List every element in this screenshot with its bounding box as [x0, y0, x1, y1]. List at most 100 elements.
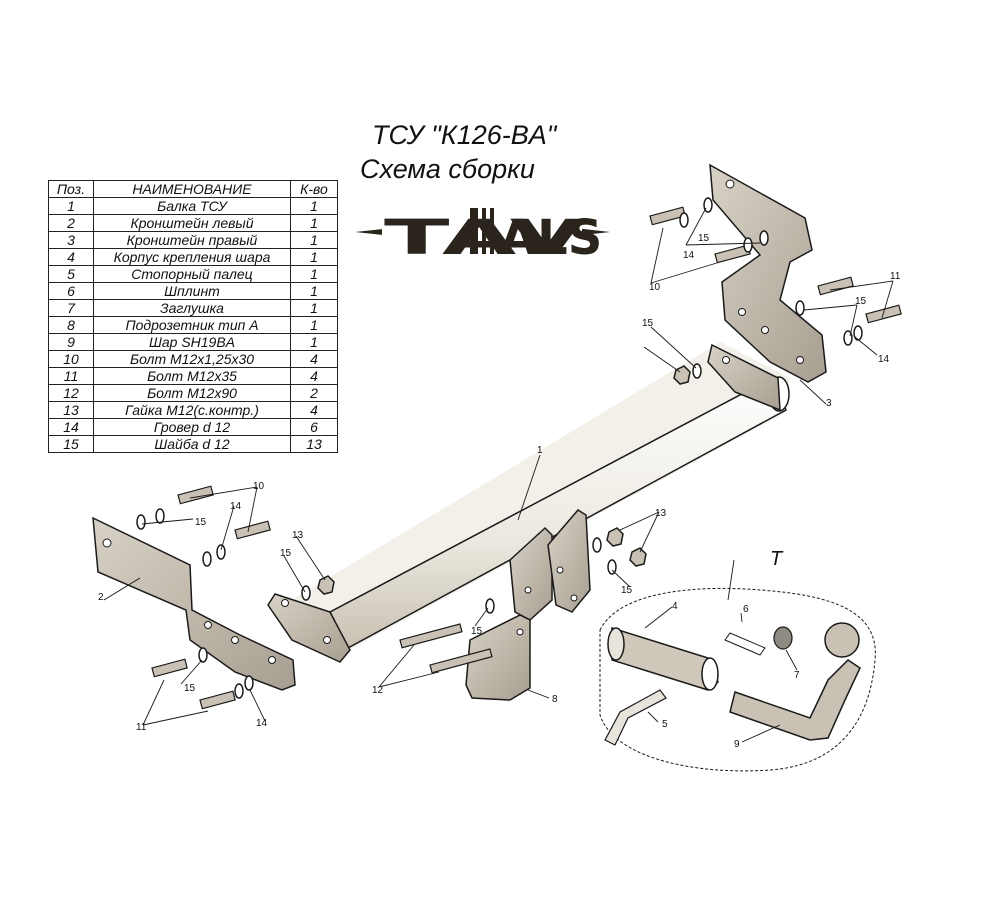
- callout-11-left: 11: [136, 722, 147, 733]
- callout-14-right: 14: [878, 354, 890, 365]
- cell-name: Гайка М12(с.контр.): [93, 401, 291, 419]
- callout-8: 8: [552, 694, 558, 705]
- callout-15-mid: 15: [642, 318, 654, 329]
- callout-9: 9: [734, 739, 740, 750]
- detail-t-label: T: [770, 548, 784, 570]
- callout-10-right: 10: [649, 282, 661, 293]
- cell-pos: 12: [48, 384, 94, 402]
- callout-6: 6: [743, 604, 749, 615]
- cell-pos: 11: [48, 367, 94, 385]
- header-pos: Поз.: [48, 180, 94, 198]
- tow-beam: [267, 342, 790, 663]
- cell-pos: 1: [48, 197, 94, 215]
- callout-12: 12: [372, 685, 384, 696]
- header-qty: К-во: [290, 180, 338, 198]
- cell-qty: 1: [290, 282, 338, 300]
- callout-15-plate: 15: [471, 626, 483, 637]
- cell-qty: 1: [290, 231, 338, 249]
- cell-qty: 1: [290, 197, 338, 215]
- table-header-row: Поз. НАИМЕНОВАНИЕ К-во: [48, 180, 338, 198]
- cell-name: Балка ТСУ: [93, 197, 291, 215]
- callout-15-left2: 15: [280, 548, 292, 559]
- cell-name: Болт М12х1,25х30: [93, 350, 291, 368]
- cell-pos: 4: [48, 248, 94, 266]
- cell-name: Болт М12х35: [93, 367, 291, 385]
- cell-pos: 14: [48, 418, 94, 436]
- cell-pos: 5: [48, 265, 94, 283]
- callout-15-top: 15: [698, 233, 710, 244]
- callout-10-left: 10: [253, 481, 265, 492]
- cell-qty: 1: [290, 248, 338, 266]
- title-block: ТСУ "К126-BA" Схема сборки: [360, 118, 620, 186]
- cell-name: Шплинт: [93, 282, 291, 300]
- cell-pos: 10: [48, 350, 94, 368]
- cell-qty: 4: [290, 350, 338, 368]
- callout-7: 7: [794, 670, 800, 681]
- callout-3: 3: [826, 398, 832, 409]
- cell-pos: 13: [48, 401, 94, 419]
- callout-4: 4: [672, 601, 678, 612]
- cell-name: Корпус крепления шара: [93, 248, 291, 266]
- cell-qty: 1: [290, 265, 338, 283]
- bolts: [151, 206, 902, 710]
- cell-qty: 1: [290, 299, 338, 317]
- cell-qty: 1: [290, 333, 338, 351]
- right-bracket: [709, 163, 827, 383]
- callout-15-right: 15: [855, 296, 867, 307]
- leader-lines: [103, 207, 894, 743]
- page-title: ТСУ "К126-BA": [372, 120, 557, 150]
- cell-name: Шар SH19BA: [93, 333, 291, 351]
- svg-text:ALS: ALS: [500, 210, 602, 266]
- cell-pos: 2: [48, 214, 94, 232]
- cell-pos: 9: [48, 333, 94, 351]
- tavtals-logo: TAV ALS: [355, 203, 610, 266]
- callout-14-left: 14: [230, 501, 242, 512]
- callout-14-top: 14: [683, 250, 695, 261]
- cell-name: Подрозетник тип А: [93, 316, 291, 334]
- cell-pos: 6: [48, 282, 94, 300]
- callout-15-bottom: 15: [184, 683, 196, 694]
- left-bracket: [92, 516, 296, 691]
- cell-name: Болт М12х90: [93, 384, 291, 402]
- callout-5: 5: [662, 719, 668, 730]
- cell-name: Заглушка: [93, 299, 291, 317]
- cell-pos: 7: [48, 299, 94, 317]
- cell-pos: 3: [48, 231, 94, 249]
- cell-qty: 6: [290, 418, 338, 436]
- cell-name: Кронштейн правый: [93, 231, 291, 249]
- callout-2: 2: [98, 592, 104, 603]
- callout-14-bottom: 14: [256, 718, 268, 729]
- cell-pos: 15: [48, 435, 94, 453]
- cell-name: Стопорный палец: [93, 265, 291, 283]
- cell-pos: 8: [48, 316, 94, 334]
- callout-labels: 1 2 3 4 5 6 7 8 9 10 10 11 11 12 13 13 1…: [98, 233, 901, 750]
- cell-qty: 1: [290, 316, 338, 334]
- cell-qty: 13: [290, 435, 338, 453]
- cell-qty: 4: [290, 367, 338, 385]
- callout-11-right: 11: [890, 271, 901, 282]
- detail-t-area: [599, 587, 876, 772]
- cell-qty: 1: [290, 214, 338, 232]
- cell-name: Гровер d 12: [93, 418, 291, 436]
- callout-15-center: 15: [621, 585, 633, 596]
- callout-1: 1: [537, 445, 543, 456]
- cell-name: Шайба d 12: [93, 435, 291, 453]
